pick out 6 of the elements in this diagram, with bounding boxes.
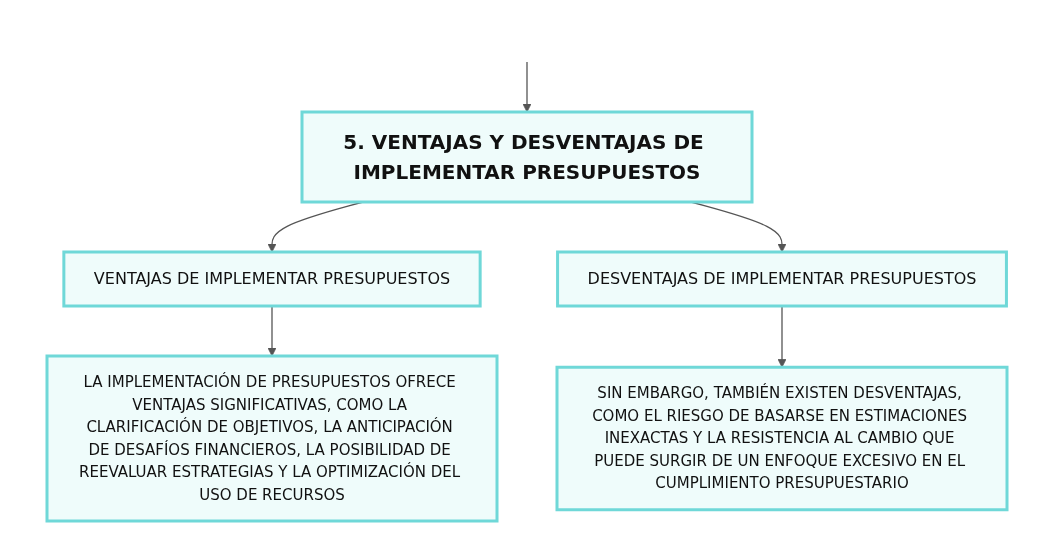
node-box: LA IMPLEMENTACIÓN DE PRESUPUESTOS OFRECE VENTAJAS SIGNIFICATIVAS, COMO LA CLARIFICACIÓN DE OBJETIVOS, LA ANTICIPACIÓN DE DESAFÍOS FINANCIEROS, LA POSIBILIDAD DE REEVALUAR ESTRATEGIAS Y LA OPTIMIZACIÓN DEL USO DE RECURSOS: [45, 354, 499, 522]
arrow: [522, 60, 532, 112]
node-box: SIN EMBARGO, TAMBIÉN EXISTEN DESVENTAJAS, COMO EL RIESGO DE BASARSE EN ESTIMACIONES INEXACTAS Y LA RESISTENCIA AL CAMBIO QUE PUEDE SURGIR DE UN ENFOQUE EXCESIVO EN EL CUMPLIMIENTO PRESUPUESTARIO: [555, 365, 1009, 511]
node-box: 5. VENTAJAS Y DESVENTAJAS DE IMPLEMENTAR PRESUPUESTOS: [300, 110, 754, 203]
node-box: VENTAJAS DE IMPLEMENTAR PRESUPUESTOS: [62, 250, 482, 307]
node-box: DESVENTAJAS DE IMPLEMENTAR PRESUPUESTOS: [556, 250, 1008, 307]
